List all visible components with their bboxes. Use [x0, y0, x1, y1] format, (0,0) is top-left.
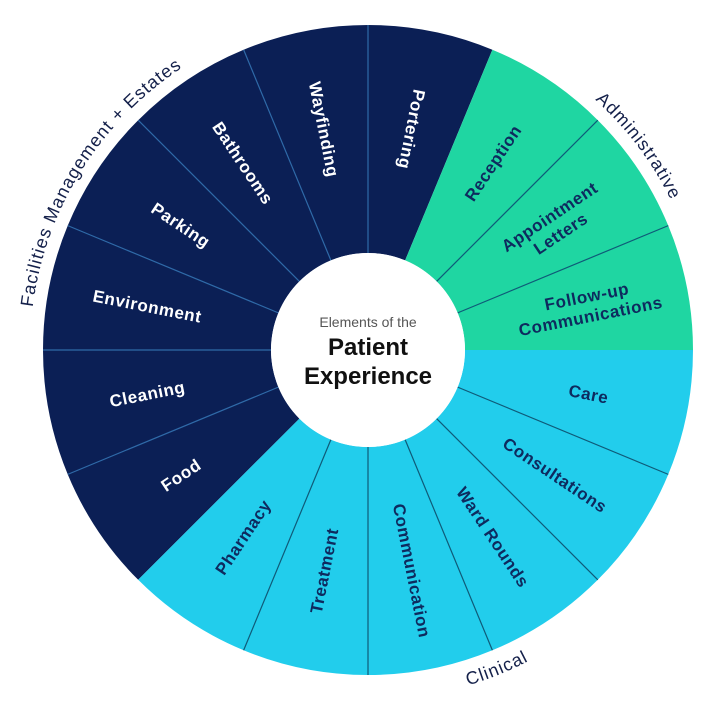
segment-communication: [368, 439, 493, 675]
segment-divider: [457, 225, 669, 314]
segment-divider: [404, 439, 493, 651]
segment-treatment: [243, 439, 368, 675]
segment-divider: [436, 418, 599, 581]
segment-care: [457, 350, 693, 475]
segment-appointment-letters: [436, 120, 669, 313]
center-title-line2: Experience: [304, 363, 432, 390]
segment-divider: [457, 386, 669, 475]
segment-divider: [67, 386, 279, 475]
segment-cleaning: [43, 350, 279, 475]
segment-food: [67, 387, 300, 580]
center-circle: [271, 253, 465, 447]
segment-portering: [368, 25, 493, 261]
segment-wayfinding: [243, 25, 368, 261]
segment-reception: [405, 49, 598, 282]
segment-bathrooms: [138, 49, 331, 282]
segment-consultations: [436, 387, 669, 580]
segment-divider: [67, 225, 279, 314]
segment-divider: [243, 49, 332, 261]
segment-pharmacy: [138, 418, 331, 651]
segment-parking: [67, 120, 300, 313]
segment-ward-rounds: [405, 418, 598, 651]
segment-environment: [43, 225, 279, 350]
segment-divider: [137, 119, 300, 282]
center-subtitle: Elements of the: [319, 314, 416, 330]
center-title-line1: Patient: [328, 334, 408, 361]
segment-follow-up-communications: [457, 225, 693, 350]
segments-layer: [43, 25, 693, 675]
dividers-layer: [43, 25, 669, 675]
segment-divider: [436, 119, 599, 282]
segment-divider: [243, 439, 332, 651]
